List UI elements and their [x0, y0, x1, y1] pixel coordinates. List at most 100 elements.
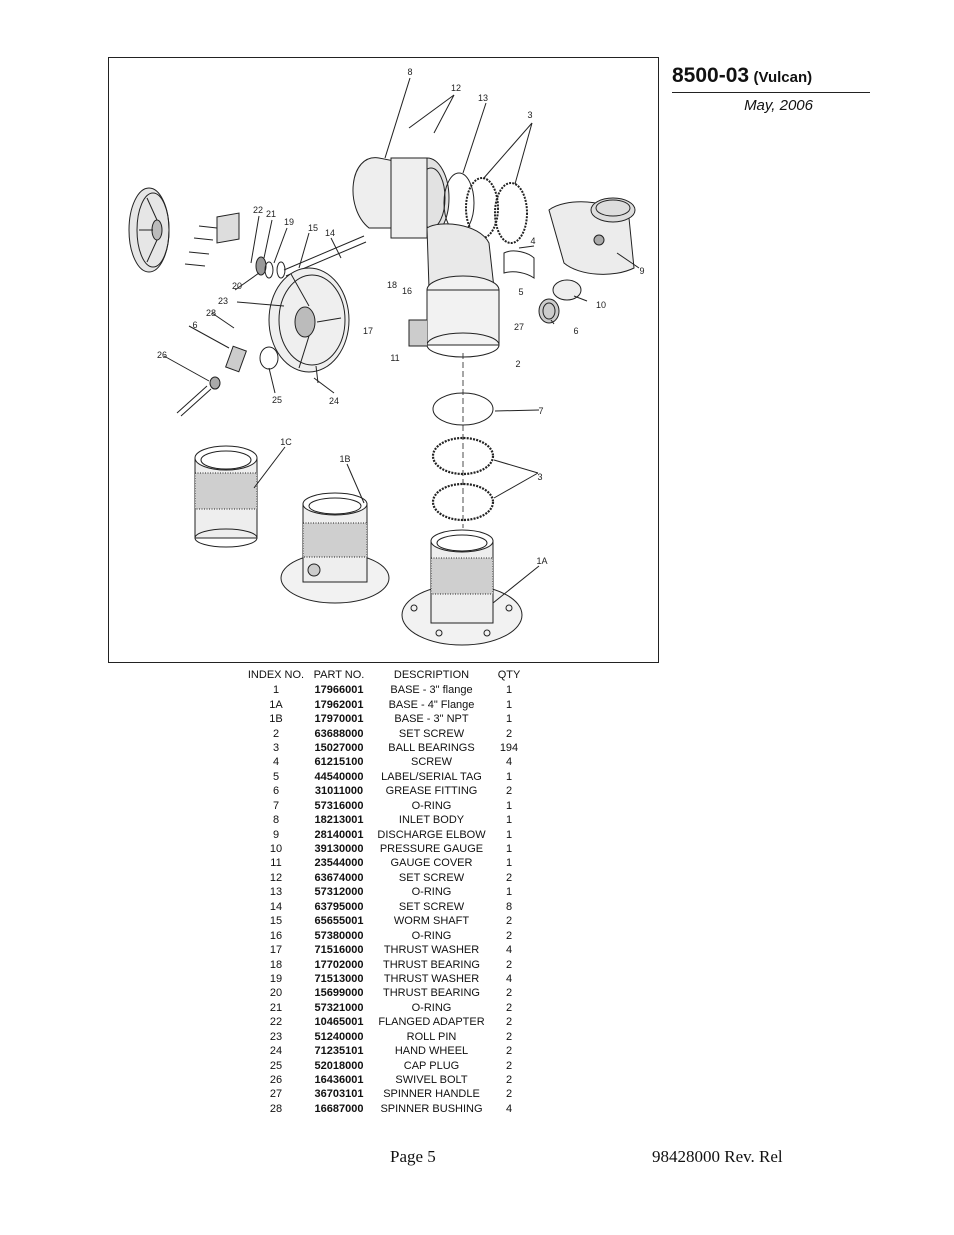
- callout-label: 4: [530, 236, 535, 246]
- description-cell: SET SCREW: [398, 900, 465, 913]
- document-number: 98428000 Rev. Rel: [652, 1147, 783, 1166]
- part-number-cell: 65655001: [314, 915, 364, 928]
- description-cell: GAUGE COVER: [390, 857, 473, 870]
- description-cell: BASE - 4" Flange: [388, 698, 475, 711]
- index-cell: 28: [269, 1102, 283, 1115]
- callout-label: 3: [527, 110, 532, 120]
- description-cell: SCREW: [411, 756, 452, 769]
- callout-label: 1B: [339, 454, 350, 464]
- part-number-cell: 57316000: [314, 799, 364, 812]
- table-row: 13 57312000 O-RING 1: [243, 885, 524, 899]
- part-number-cell: 17970001: [314, 713, 364, 726]
- part-number-cell: 15699000: [314, 987, 364, 1000]
- qty-cell: 1: [505, 713, 513, 726]
- header-description: DESCRIPTION: [393, 669, 470, 681]
- description-cell: WORM SHAFT: [393, 915, 470, 928]
- part-number-cell: 63688000: [314, 727, 364, 740]
- qty-cell: 2: [505, 958, 513, 971]
- qty-cell: 1: [505, 828, 513, 841]
- description-cell: O-RING: [411, 886, 452, 899]
- model-number: 8500-03: [672, 64, 750, 87]
- qty-cell: 4: [505, 972, 513, 985]
- description-cell: THRUST WASHER: [383, 972, 480, 985]
- table-row: 15 65655001 WORM SHAFT 2: [243, 914, 524, 928]
- index-cell: 10: [269, 843, 283, 856]
- index-cell: 9: [272, 828, 280, 841]
- description-cell: BALL BEARINGS: [388, 741, 475, 754]
- qty-cell: 2: [505, 915, 513, 928]
- part-number-cell: 44540000: [314, 770, 364, 783]
- index-cell: 17: [269, 944, 283, 957]
- qty-cell: 2: [505, 1088, 513, 1101]
- description-cell: BASE - 3" flange: [390, 684, 473, 697]
- description-cell: THRUST WASHER: [383, 944, 480, 957]
- qty-cell: 4: [505, 756, 513, 769]
- callout-label: 1C: [280, 437, 292, 447]
- description-cell: O-RING: [411, 929, 452, 942]
- qty-cell: 2: [505, 1045, 513, 1058]
- callout-label: 13: [478, 93, 488, 103]
- part-number-cell: 51240000: [314, 1030, 364, 1043]
- qty-cell: 1: [505, 799, 513, 812]
- part-number-cell: 17962001: [314, 698, 364, 711]
- description-cell: SET SCREW: [398, 727, 465, 740]
- qty-cell: 2: [505, 929, 513, 942]
- qty-cell: 2: [505, 1074, 513, 1087]
- description-cell: HAND WHEEL: [394, 1045, 469, 1058]
- qty-cell: 8: [505, 900, 513, 913]
- qty-cell: 4: [505, 944, 513, 957]
- qty-cell: 1: [505, 684, 513, 697]
- index-cell: 21: [269, 1001, 283, 1014]
- index-cell: 27: [269, 1088, 283, 1101]
- callout-label: 14: [325, 228, 335, 238]
- callout-label: 15: [308, 223, 318, 233]
- callout-label: 20: [232, 281, 242, 291]
- index-cell: 23: [269, 1030, 283, 1043]
- description-cell: INLET BODY: [398, 814, 465, 827]
- index-cell: 1A: [269, 698, 283, 711]
- header-qty: QTY: [497, 669, 521, 681]
- callout-label: 5: [518, 287, 523, 297]
- part-number-cell: 57312000: [314, 886, 364, 899]
- index-cell: 12: [269, 871, 283, 884]
- table-header-row: INDEX NO. PART NO. DESCRIPTION QTY: [243, 668, 524, 683]
- callout-label: 24: [329, 396, 339, 406]
- index-cell: 11: [270, 857, 282, 870]
- callout-label: 10: [596, 300, 606, 310]
- index-cell: 16: [269, 929, 283, 942]
- description-cell: THRUST BEARING: [383, 958, 480, 971]
- part-number-cell: 71516000: [314, 944, 364, 957]
- part-number-cell: 57321000: [314, 1001, 364, 1014]
- description-cell: SPINNER HANDLE: [383, 1088, 480, 1101]
- callout-label: 27: [514, 322, 524, 332]
- qty-cell: 1: [505, 886, 513, 899]
- base-1b-drawing: [280, 492, 390, 604]
- index-cell: 4: [272, 756, 280, 769]
- model-variant: (Vulcan): [753, 69, 813, 86]
- header-part-no: PART NO.: [313, 669, 365, 681]
- index-cell: 13: [269, 886, 283, 899]
- qty-cell: 1: [505, 857, 513, 870]
- index-cell: 24: [269, 1045, 283, 1058]
- callout-label: 16: [402, 286, 412, 296]
- discharge-elbow-drawing: [548, 197, 636, 275]
- part-number-cell: 10465001: [314, 1016, 364, 1029]
- index-cell: 15: [269, 915, 283, 928]
- qty-cell: 2: [505, 1030, 513, 1043]
- callout-label: 9: [639, 266, 644, 276]
- callout-label: 18: [387, 280, 397, 290]
